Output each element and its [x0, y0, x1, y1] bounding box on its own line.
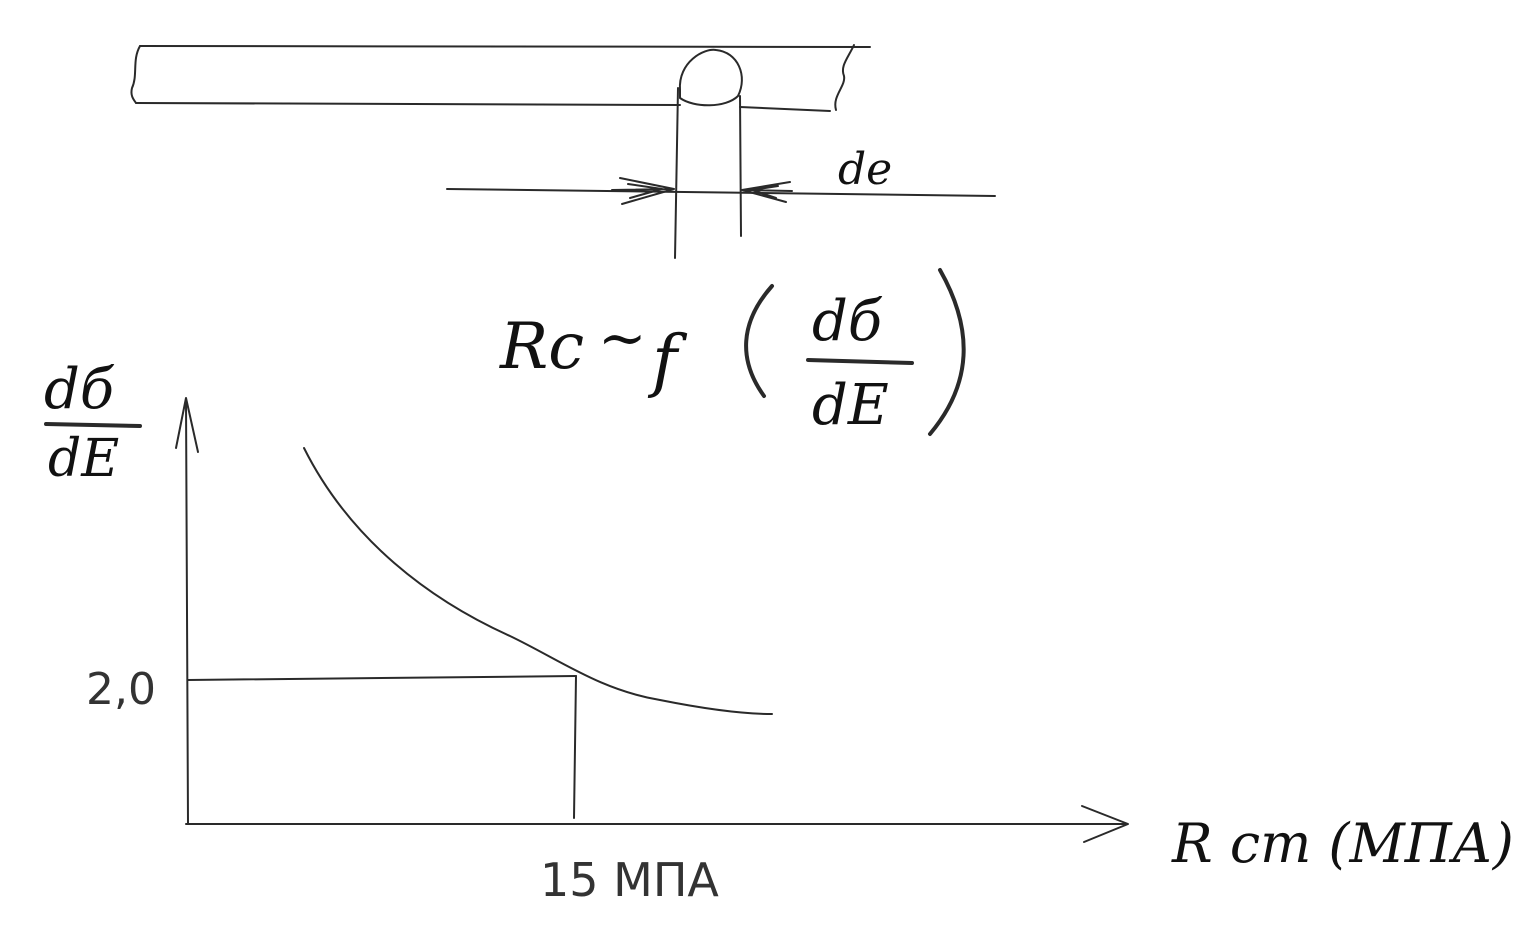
rod-round-head	[678, 48, 743, 107]
formula-func: f	[647, 322, 688, 401]
beam-bottom-edge	[135, 102, 831, 112]
formula-numerator: dб	[812, 289, 883, 354]
gap-dimension: de	[446, 144, 996, 205]
decreasing-curve	[303, 447, 773, 715]
formula-right-paren	[928, 268, 966, 436]
formula-denominator: dE	[812, 373, 889, 438]
left-dimension-arrow	[611, 177, 675, 205]
rod-sketch	[674, 48, 743, 259]
rod-left-wall	[674, 87, 679, 259]
formula-relation: ~	[598, 304, 647, 372]
y-axis	[185, 399, 189, 825]
x-reference-line	[573, 675, 577, 819]
x-axis-label: R cm (МПА)	[1171, 812, 1514, 875]
x-axis-arrowhead	[1081, 805, 1129, 843]
formula-lhs: Rc	[499, 310, 584, 384]
y-axis-arrowhead	[175, 397, 199, 453]
y-reference-line	[187, 675, 577, 681]
y-axis-label-numerator: dб	[44, 357, 115, 422]
beam-right-break	[834, 44, 855, 111]
formula-left-paren	[744, 284, 774, 398]
graph: dб dE R cm (МПА) 2,0 15 МПА	[44, 357, 1514, 907]
y-axis-label-denominator: dE	[48, 429, 119, 489]
right-dimension-arrow	[741, 181, 793, 203]
y-marker-label: 2,0	[86, 664, 156, 715]
dimension-line	[446, 188, 996, 197]
beam-left-break	[130, 45, 141, 104]
formula-fraction-bar	[806, 358, 914, 365]
x-marker-label: 15 МПА	[540, 853, 719, 907]
beam-top-edge	[139, 45, 871, 48]
gap-label: de	[838, 144, 892, 195]
beam-sketch	[130, 44, 871, 112]
rod-right-wall	[739, 95, 742, 237]
y-axis-label-fraction-bar	[44, 422, 142, 428]
formula: Rc ~ f dб dE	[499, 268, 966, 438]
